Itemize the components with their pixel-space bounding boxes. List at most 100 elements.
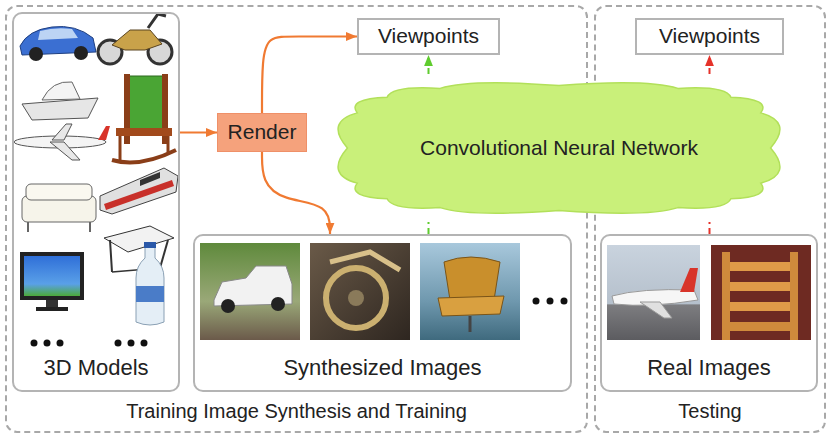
ellipsis-dots-part — [561, 298, 568, 305]
monitor-model-part — [46, 300, 58, 308]
output-box: Viewpoints — [635, 18, 784, 55]
stage-label: Testing — [596, 400, 824, 423]
car-model-part — [38, 28, 78, 40]
real-chair-photo-part — [730, 282, 790, 291]
real-chair-photo-part — [730, 302, 790, 311]
node-label: Viewpoints — [659, 24, 760, 48]
motorcycle-model — [98, 14, 172, 64]
ellipsis-dots-part — [547, 298, 554, 305]
table-model-part — [160, 240, 168, 268]
chair-model-part — [116, 128, 172, 136]
monitor-model-part — [20, 252, 84, 300]
car-model — [20, 26, 96, 61]
bottle-model — [136, 242, 164, 325]
sofa-model-part — [27, 222, 29, 232]
ellipsis-dots-part — [57, 340, 64, 347]
synth-motorcycle-image-part — [330, 252, 400, 270]
sofa-model-part — [89, 222, 91, 232]
stage-label: Training Image Synthesis and Training — [7, 400, 586, 423]
motorcycle-model-part — [112, 30, 162, 50]
node-label: Render — [228, 120, 297, 144]
sofa-model-part — [26, 184, 92, 200]
cloud-shape — [338, 83, 780, 214]
chair-model-part — [128, 76, 164, 132]
image-panel: Synthesized Images — [193, 234, 572, 392]
node-label: Convolutional Neural Network — [420, 136, 698, 160]
panel-label: Synthesized Images — [195, 355, 570, 380]
flow-arrow — [709, 55, 711, 74]
ellipsis-dots-part — [128, 340, 135, 347]
image-panel: 3D Models — [12, 12, 180, 392]
table-model-part — [104, 226, 174, 252]
real-chair-photo-part — [711, 245, 811, 340]
synth-truck-image-part — [221, 299, 235, 313]
train-model-part — [104, 180, 174, 210]
chair-model-part — [112, 150, 176, 162]
synth-truck-image — [200, 243, 300, 340]
airplane-model — [14, 124, 110, 160]
real-chair-photo-part — [790, 252, 798, 340]
flow-arrow — [262, 37, 357, 114]
synth-motorcycle-image — [310, 243, 410, 340]
airplane-model-part — [50, 142, 80, 160]
real-chair-photo-part — [722, 252, 730, 340]
synth-motorcycle-image-part — [326, 268, 386, 328]
stage-region: Training Image Synthesis and Training 3D … — [5, 5, 588, 433]
train-model-part — [140, 172, 160, 186]
ellipsis-dots-part — [31, 340, 38, 347]
flow-arrow — [428, 222, 430, 234]
stage-region: Testing ViewpointsReal Images — [594, 5, 826, 433]
panel-label: Real Images — [602, 355, 816, 380]
real-chair-photo — [711, 245, 811, 340]
train-model — [100, 168, 178, 214]
synth-chair-image-part — [420, 243, 520, 340]
car-model-part — [29, 47, 43, 61]
real-airplane-photo — [607, 245, 700, 340]
flow-arrow — [180, 131, 217, 133]
chair-model — [112, 74, 176, 162]
synth-chair-image-part — [444, 257, 500, 300]
real-chair-photo-part — [730, 262, 790, 271]
real-airplane-photo-part — [607, 245, 700, 340]
synth-truck-image-part — [200, 243, 300, 340]
panel-label: 3D Models — [14, 355, 178, 380]
ellipsis-dots-part — [44, 340, 51, 347]
real-chair-photo-part — [730, 322, 790, 331]
ellipsis-dots-part — [115, 340, 122, 347]
monitor-model-part — [24, 256, 80, 296]
synth-chair-image — [420, 243, 520, 340]
boat-model-part — [42, 82, 80, 100]
ellipsis-dots-part — [141, 340, 148, 347]
flow-arrow — [262, 152, 330, 234]
node-label: Viewpoints — [378, 24, 479, 48]
flow-arrow — [428, 55, 430, 74]
process-box: Render — [217, 113, 307, 152]
boat-model-part — [22, 98, 98, 120]
output-box: Viewpoints — [357, 18, 500, 55]
monitor-model — [20, 252, 84, 311]
chair-model-part — [167, 136, 170, 152]
synth-truck-image-part — [271, 297, 285, 311]
airplane-model-part — [98, 126, 110, 140]
flow-arrow — [709, 222, 711, 234]
car-model-part — [74, 46, 88, 60]
sofa-model — [22, 184, 96, 232]
ellipsis-dots-part — [533, 298, 540, 305]
synth-motorcycle-image-part — [348, 290, 364, 306]
image-panel: Real Images — [600, 234, 818, 392]
real-airplane-photo-part — [640, 302, 672, 318]
monitor-model-part — [36, 307, 68, 311]
chair-model-part — [119, 136, 122, 160]
bottle-model-part — [144, 242, 156, 248]
motorcycle-model-part — [148, 14, 166, 28]
table-model-part — [110, 240, 112, 272]
bottle-model-part — [136, 246, 164, 325]
bottle-model-part — [136, 286, 164, 302]
train-model-part — [100, 168, 178, 214]
real-airplane-photo-part — [680, 268, 698, 292]
network-cloud: Convolutional Neural Network — [318, 74, 800, 222]
airplane-model-part — [52, 124, 72, 140]
synth-chair-image-part — [469, 316, 472, 332]
synth-motorcycle-image-part — [310, 243, 410, 340]
boat-model — [22, 82, 98, 120]
